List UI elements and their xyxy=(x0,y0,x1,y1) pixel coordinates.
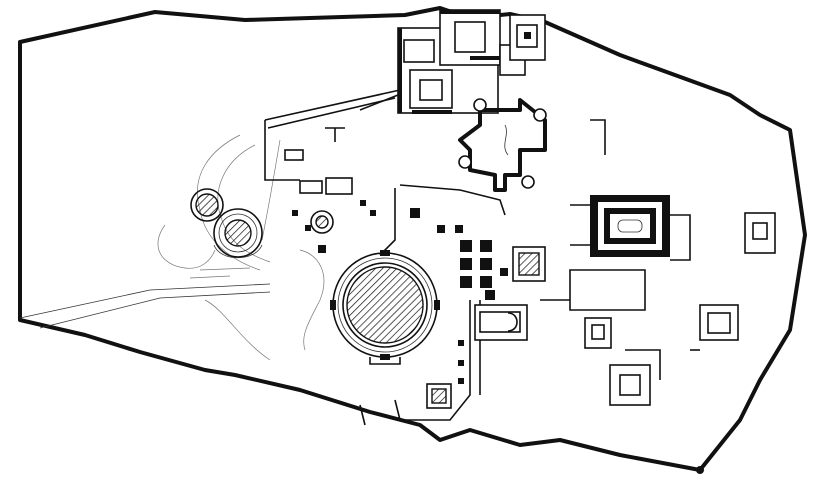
square-pavilions xyxy=(292,200,776,409)
corner-marker xyxy=(696,466,704,474)
contour-lines xyxy=(157,134,325,361)
roadway xyxy=(19,267,271,329)
colonnaded-temple xyxy=(570,195,691,261)
cross-shaped-building xyxy=(458,98,547,192)
east-court-walls xyxy=(359,119,700,426)
great-round-monument xyxy=(330,250,440,365)
terrace-walls xyxy=(264,89,506,421)
courtyard-palace xyxy=(359,9,526,114)
double-round-monument xyxy=(190,188,263,258)
north-shrine xyxy=(509,14,546,61)
apsidal-building xyxy=(474,304,528,341)
small-round-monument xyxy=(299,177,353,253)
